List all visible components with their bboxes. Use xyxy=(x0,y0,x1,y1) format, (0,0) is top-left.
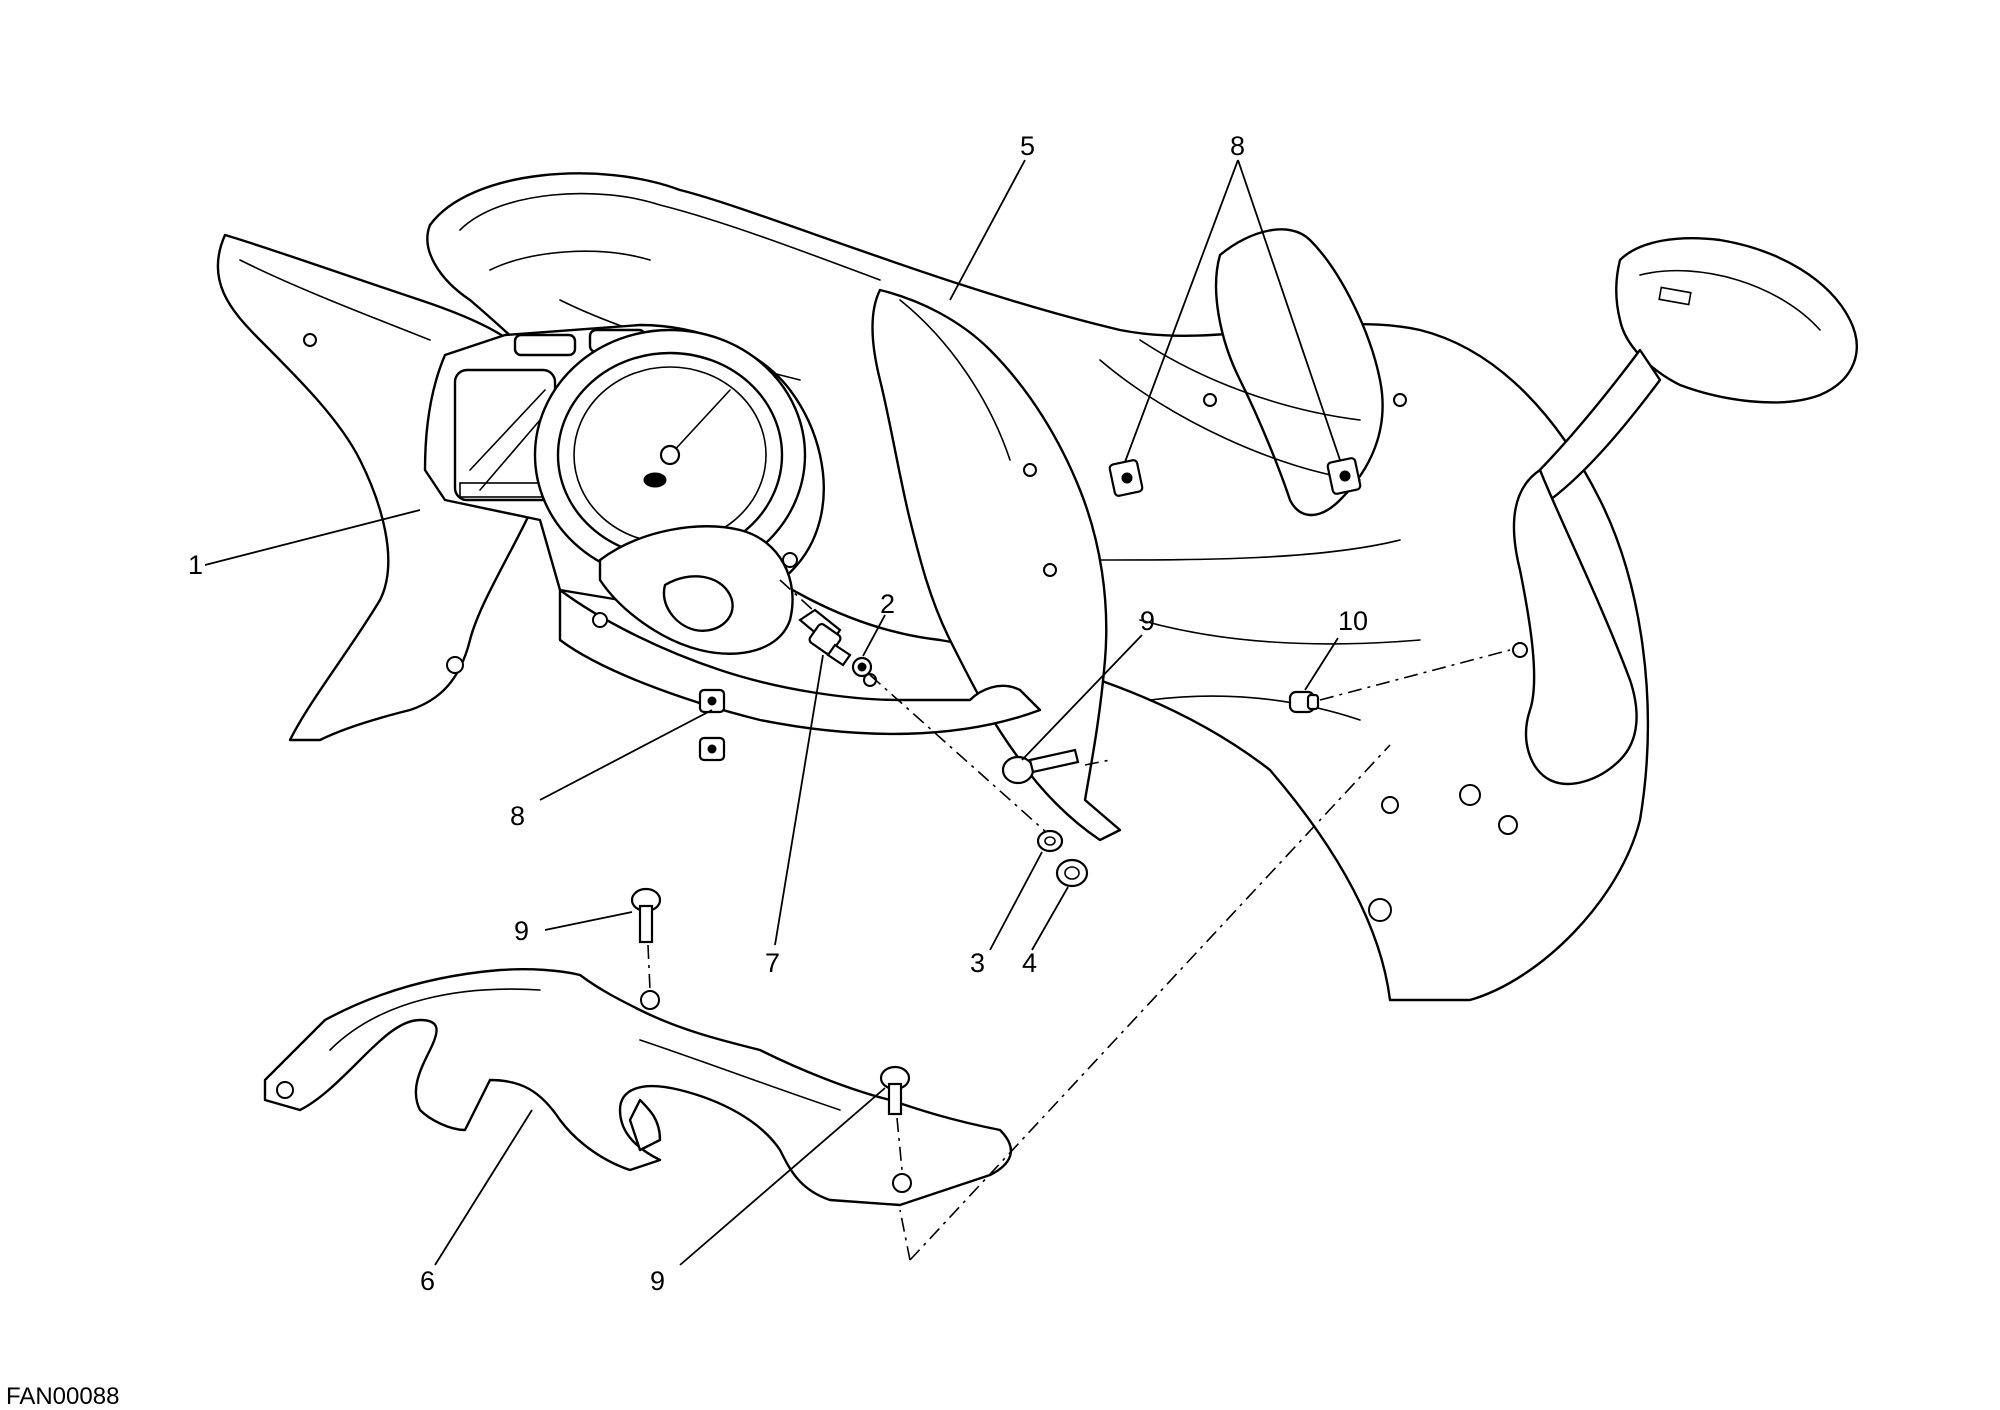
callout-9-bottom: 9 xyxy=(650,1266,665,1296)
callout-8-left: 8 xyxy=(510,801,525,831)
washer-3 xyxy=(1036,829,1064,853)
screw-9-right xyxy=(1001,748,1080,785)
nut-2 xyxy=(851,656,873,678)
callout-4: 4 xyxy=(1022,948,1037,978)
right-mirror xyxy=(1528,237,1858,502)
instrument-cluster xyxy=(423,323,1042,736)
leader-lines xyxy=(204,159,1341,1266)
clip-nut-8-right xyxy=(1326,457,1362,495)
callout-6: 6 xyxy=(420,1266,435,1296)
screw-9-left xyxy=(630,887,662,944)
callout-7: 7 xyxy=(765,948,780,978)
callout-1: 1 xyxy=(188,550,203,580)
callout-labels: 1 2 3 4 5 6 7 8 8 9 9 9 10 xyxy=(188,131,1368,1296)
callout-10: 10 xyxy=(1338,606,1368,636)
stud-7 xyxy=(798,608,852,667)
callout-3: 3 xyxy=(970,948,985,978)
callout-5: 5 xyxy=(1020,131,1035,161)
clip-nut-8-lower xyxy=(698,688,726,762)
inner-panel-right xyxy=(871,288,1122,842)
callout-9-left: 9 xyxy=(514,916,529,946)
lower-cover xyxy=(263,968,1012,1207)
clip-nut-8-left xyxy=(1108,459,1144,497)
screw-9-bottom xyxy=(879,1065,911,1116)
callout-8-top: 8 xyxy=(1230,131,1245,161)
callout-9-right: 9 xyxy=(1140,606,1155,636)
bush-4 xyxy=(1055,858,1089,888)
front-fairing-right-side xyxy=(1512,468,1638,786)
grommet-10 xyxy=(1288,690,1320,714)
drawing-code: FAN00088 xyxy=(6,1383,119,1410)
callout-2: 2 xyxy=(880,589,895,619)
assembly-lines xyxy=(647,579,1511,1261)
